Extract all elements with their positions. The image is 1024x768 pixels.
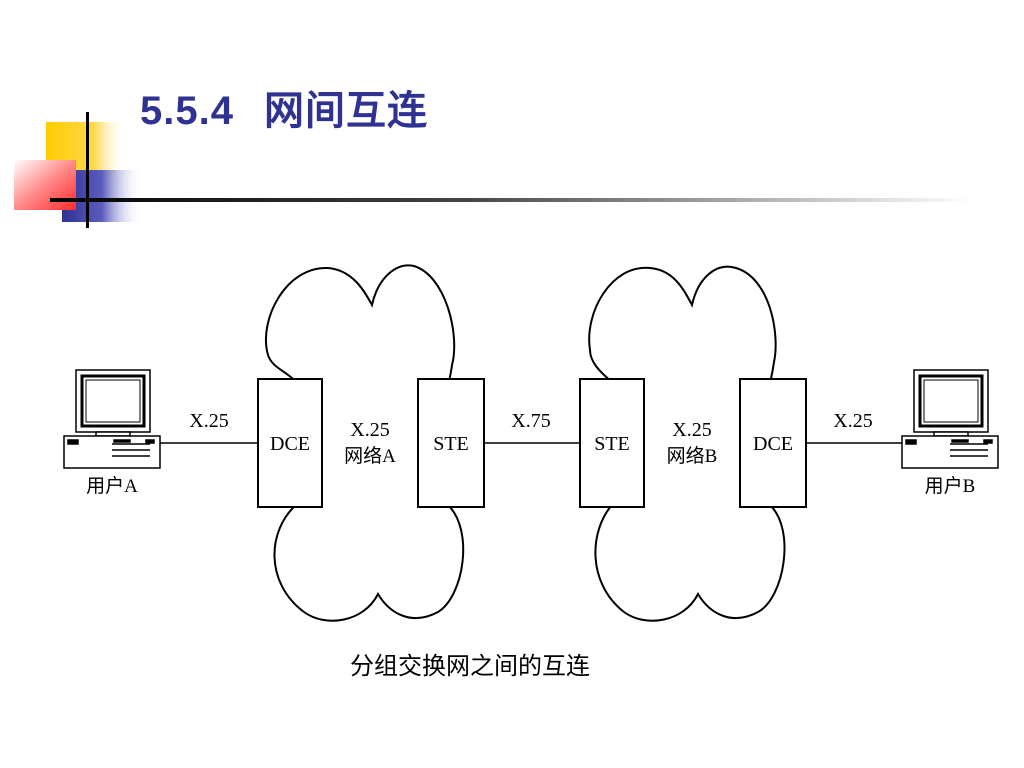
dce-label-b: DCE xyxy=(753,433,793,455)
dce-box-a xyxy=(257,378,323,508)
computer-icon-user-a xyxy=(63,369,161,469)
ste-box-a xyxy=(417,378,485,508)
diagram-caption: 分组交换网之间的互连 xyxy=(0,646,940,681)
link-label-left: X.25 xyxy=(189,410,228,432)
cloud-network-a xyxy=(265,264,465,622)
network-b-name: 网络B xyxy=(667,445,718,467)
link-label-right: X.25 xyxy=(833,410,872,432)
cloud-network-b xyxy=(588,265,786,622)
section-number: 5.5.4 xyxy=(140,89,234,133)
caption-text: 分组交换网之间的互连 xyxy=(350,652,590,680)
ste-label-a: STE xyxy=(433,433,469,455)
network-b-protocol: X.25 xyxy=(672,419,711,441)
user-a-label: 用户A xyxy=(86,475,138,497)
user-b-label: 用户B xyxy=(925,475,976,497)
ste-box-b xyxy=(579,378,645,508)
dce-label-a: DCE xyxy=(270,433,310,455)
computer-icon-user-b xyxy=(901,369,999,469)
ste-label-b: STE xyxy=(594,433,630,455)
page-title: 5.5.4 网间互连 xyxy=(140,78,428,136)
deco-horizontal-line xyxy=(50,198,970,202)
section-title: 网间互连 xyxy=(263,89,428,133)
network-a-name: 网络A xyxy=(344,445,396,467)
network-a-protocol: X.25 xyxy=(350,419,389,441)
deco-vertical-line xyxy=(86,112,89,228)
link-label-middle: X.75 xyxy=(511,410,550,432)
slide-decoration xyxy=(14,112,970,228)
dce-box-b xyxy=(739,378,807,508)
